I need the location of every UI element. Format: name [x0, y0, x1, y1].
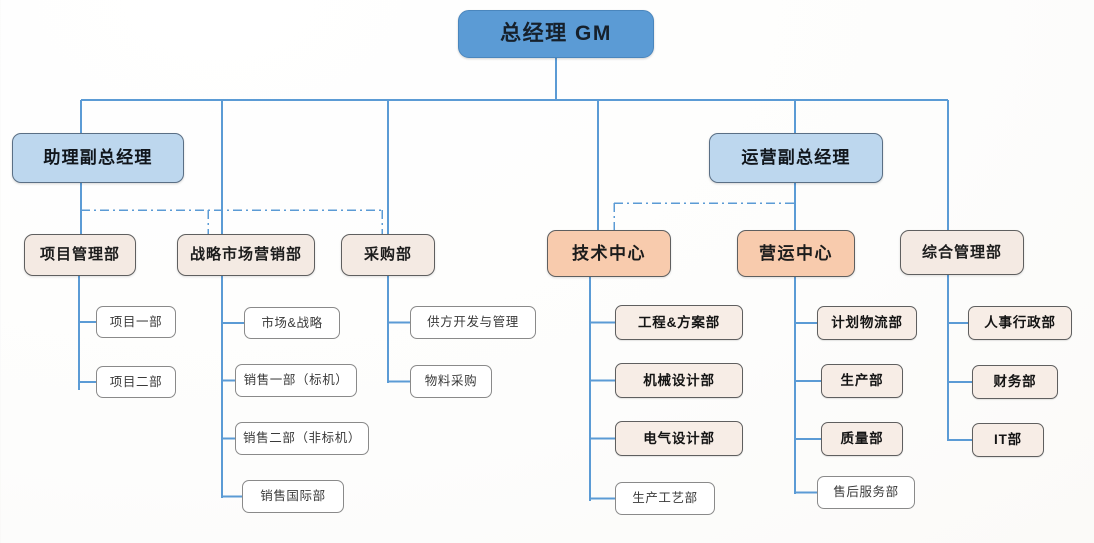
org-node-unit-17[interactable]: 财务部: [972, 365, 1058, 399]
org-node-root[interactable]: 总经理 GM: [458, 10, 654, 58]
org-node-unit-4[interactable]: 销售二部（非标机）: [235, 422, 369, 455]
org-node-unit-14[interactable]: 质量部: [821, 422, 903, 456]
org-node-department-0[interactable]: 项目管理部: [24, 234, 136, 276]
org-node-unit-9[interactable]: 机械设计部: [615, 363, 743, 398]
org-node-unit-15[interactable]: 售后服务部: [817, 476, 915, 509]
org-node-vice-president-0[interactable]: 助理副总经理: [12, 133, 184, 183]
org-node-department-3[interactable]: 技术中心: [547, 230, 671, 277]
org-node-unit-5[interactable]: 销售国际部: [242, 480, 344, 513]
org-node-unit-3[interactable]: 销售一部（标机）: [235, 364, 357, 397]
org-node-unit-7[interactable]: 物料采购: [410, 365, 492, 398]
org-node-unit-11[interactable]: 生产工艺部: [615, 482, 715, 515]
org-node-unit-10[interactable]: 电气设计部: [615, 421, 743, 456]
org-node-department-1[interactable]: 战略市场营销部: [177, 234, 315, 276]
org-node-unit-18[interactable]: IT部: [972, 423, 1044, 457]
org-node-unit-2[interactable]: 市场&战略: [244, 307, 340, 339]
org-node-unit-1[interactable]: 项目二部: [96, 366, 176, 398]
org-node-unit-12[interactable]: 计划物流部: [817, 306, 917, 340]
org-node-department-5[interactable]: 综合管理部: [900, 230, 1024, 275]
org-node-vice-president-1[interactable]: 运营副总经理: [709, 133, 883, 183]
org-node-unit-8[interactable]: 工程&方案部: [615, 305, 743, 340]
org-node-unit-6[interactable]: 供方开发与管理: [410, 306, 536, 339]
org-node-unit-16[interactable]: 人事行政部: [968, 306, 1072, 340]
org-node-unit-13[interactable]: 生产部: [821, 364, 903, 398]
org-node-department-2[interactable]: 采购部: [341, 234, 435, 276]
org-node-unit-0[interactable]: 项目一部: [96, 306, 176, 338]
org-node-department-4[interactable]: 营运中心: [737, 230, 855, 277]
